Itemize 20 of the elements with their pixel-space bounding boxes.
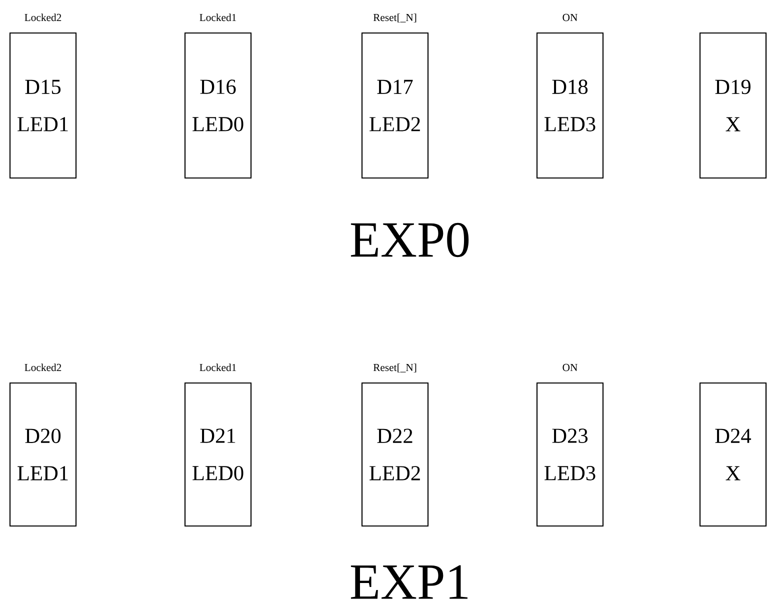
component-box: D24 X: [699, 382, 767, 527]
signal-label: Reset[_N]: [373, 14, 416, 22]
signal-label: Locked1: [200, 364, 236, 372]
component-box: D22 LED2: [361, 382, 429, 527]
signal-label: Locked2: [24, 14, 62, 22]
group-heading: EXP0: [350, 222, 469, 258]
component-box: D15 LED1: [9, 32, 77, 179]
component-box: D17 LED2: [361, 32, 429, 179]
component-box: D20 LED1: [9, 382, 77, 527]
group-heading: EXP1: [350, 565, 468, 599]
component-box: D23 LED3: [536, 382, 604, 527]
signal-label: Reset[_N]: [373, 364, 416, 372]
signal-label: ON: [562, 14, 578, 22]
component-box: D21 LED0: [184, 382, 252, 527]
signal-label: Locked1: [200, 14, 236, 22]
component-box: D18 LED3: [536, 32, 604, 179]
signal-label: ON: [562, 364, 578, 372]
signal-label: Locked2: [24, 364, 62, 372]
component-box: D16 LED0: [184, 32, 252, 179]
component-box: D19 X: [699, 32, 767, 179]
